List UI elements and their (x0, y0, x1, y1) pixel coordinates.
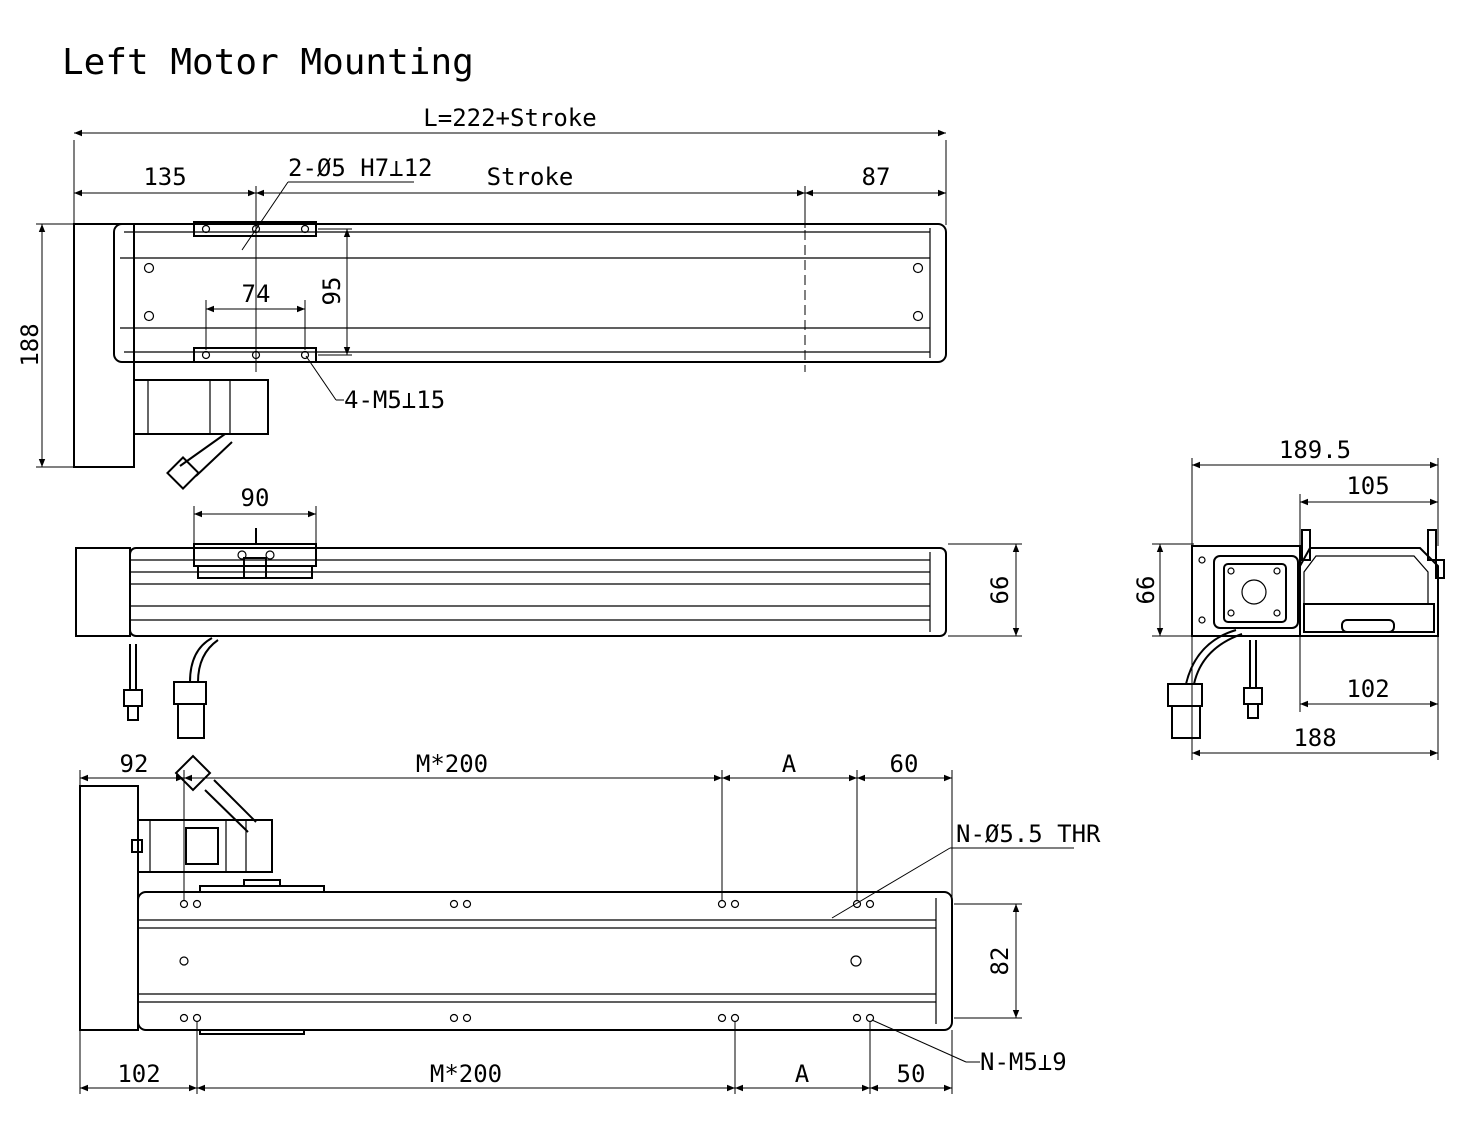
motor-housing (73, 223, 135, 468)
bottom-rail-body (137, 891, 953, 1031)
end-power-connector (1167, 683, 1203, 707)
bottom-motor-housing (79, 785, 139, 1031)
side-motor-housing (75, 547, 131, 637)
bottom-hole-row-bottom (179, 1013, 875, 1023)
dim-right-offset: 87 (862, 163, 891, 191)
dim-bottom-top-pitch: M*200 (416, 750, 488, 778)
motor-body (133, 379, 269, 435)
drawing-title: Left Motor Mounting (62, 42, 474, 83)
dim-end-bottom-width: 188 (1293, 724, 1336, 752)
rail-body (113, 223, 947, 363)
side-rail-body (129, 547, 947, 637)
carriage-plate-bottom (193, 347, 317, 363)
callout-through-holes: N-Ø5.5 THR (956, 820, 1101, 848)
end-view: 189.5 105 66 (1132, 436, 1445, 760)
dim-left-offset: 135 (143, 163, 186, 191)
dim-end-height-66: 66 (1132, 576, 1160, 605)
dim-overall-length: L=222+Stroke (423, 104, 596, 132)
bottom-motor-body (137, 819, 273, 873)
side-view: 90 66 (75, 484, 1022, 739)
side-power-connector (173, 681, 207, 705)
dim-bottom-top-a: A (782, 750, 797, 778)
bottom-motor-connector (174, 754, 212, 792)
dim-hole-span-95: 95 (318, 277, 346, 306)
motor-connector (166, 456, 200, 490)
dim-bottom-bottom-left: 102 (117, 1060, 160, 1088)
dim-stroke: Stroke (487, 163, 574, 191)
dim-bottom-bottom-pitch: M*200 (430, 1060, 502, 1088)
bottom-hole-row-top (179, 899, 875, 909)
dim-side-height-66: 66 (986, 576, 1014, 605)
callout-tapped-holes: 4-M5⊥15 (344, 386, 445, 414)
dim-bottom-hole-span-82: 82 (986, 947, 1014, 976)
dim-end-upper-width: 105 (1346, 472, 1389, 500)
dim-hole-span-74: 74 (242, 280, 271, 308)
dim-bottom-top-right: 60 (890, 750, 919, 778)
dim-bottom-top-left: 92 (120, 750, 149, 778)
end-rail-profile (1299, 547, 1439, 637)
callout-pin-holes: 2-Ø5 H7⊥12 (288, 154, 433, 182)
carriage-plate-top (193, 221, 317, 237)
bottom-view: 92 M*200 A 60 (79, 750, 1101, 1094)
dim-bottom-bottom-a: A (795, 1060, 810, 1088)
callout-bottom-tapped-holes: N-M5⊥9 (980, 1048, 1067, 1076)
dim-end-base-width: 102 (1346, 675, 1389, 703)
dim-height-188: 188 (16, 323, 44, 366)
dim-carriage-length: 90 (241, 484, 270, 512)
dim-bottom-bottom-right: 50 (897, 1060, 926, 1088)
dim-end-overall-width: 189.5 (1279, 436, 1351, 464)
top-view: L=222+Stroke 135 Stroke 87 2-Ø5 H7⊥12 18… (16, 104, 947, 490)
